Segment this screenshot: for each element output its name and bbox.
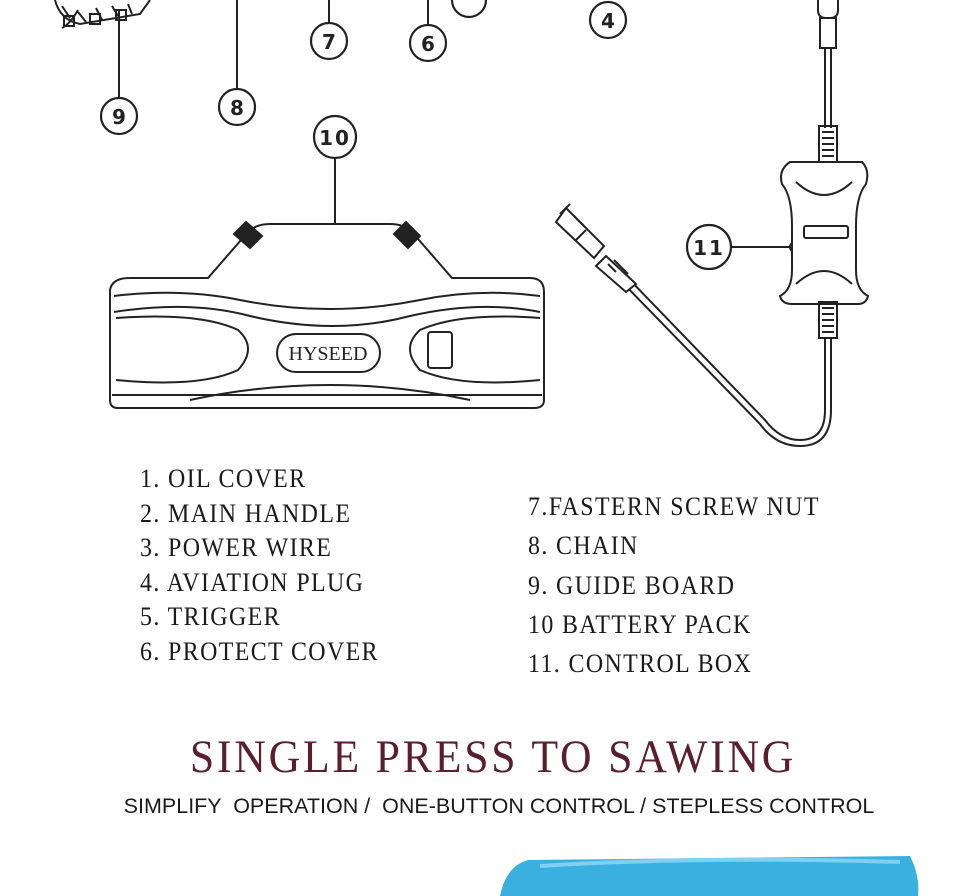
battery-pack <box>109 220 545 409</box>
part-10: 10 BATTERY PACK <box>528 609 752 639</box>
callout-8-label: 8 <box>230 96 244 120</box>
chain-fragment <box>54 0 151 27</box>
headline: SINGLE PRESS TO SAWING <box>189 731 797 783</box>
part-3: 3. POWER WIRE <box>140 533 333 562</box>
callout-7-label: 7 <box>322 30 336 54</box>
subheadline: SIMPLIFY OPERATION / ONE-BUTTON CONTROL … <box>123 794 875 818</box>
part-7: 7.FASTERN SCREW NUT <box>528 492 820 521</box>
callout-4-circle <box>588 0 628 40</box>
callout-10-circle <box>312 114 358 160</box>
part-11: 11. CONTROL BOX <box>528 649 753 679</box>
callout-6-circle <box>408 23 448 63</box>
part-2: 2. MAIN HANDLE <box>140 498 352 528</box>
callout-10-label: 10 <box>319 126 351 150</box>
part-8: 8. CHAIN <box>528 531 639 561</box>
part-5: 5. TRIGGER <box>140 602 281 631</box>
callout-4-label: 4 <box>601 9 615 33</box>
callout-7-circle <box>309 21 349 61</box>
product-photo-top <box>500 856 919 896</box>
part-4: 4. AVIATION PLUG <box>140 567 365 597</box>
callout-9-circle <box>99 96 139 136</box>
guide-board-fragment <box>61 9 79 29</box>
callout-5-partial <box>450 0 488 19</box>
parts-list-right: 7.FASTERN SCREW NUT 8. CHAIN 9. GUIDE BO… <box>528 487 820 683</box>
part-6: 6. PROTECT COVER <box>140 636 379 666</box>
callout-11-circle <box>685 223 733 271</box>
callout-6-label: 6 <box>421 32 435 56</box>
control-box <box>554 0 870 448</box>
part-1: 1. OIL COVER <box>140 464 307 493</box>
part-9: 9. GUIDE BOARD <box>528 570 736 600</box>
callout-11-label: 11 <box>693 236 725 260</box>
callout-9-label: 9 <box>112 105 126 129</box>
parts-diagram: 4 6 7 8 9 10 11 HYSEED <box>54 0 870 448</box>
callout-8-circle <box>217 87 257 127</box>
battery-logo: HYSEED <box>289 343 368 365</box>
parts-list-left: 1. OIL COVER 2. MAIN HANDLE 3. POWER WIR… <box>140 462 379 669</box>
